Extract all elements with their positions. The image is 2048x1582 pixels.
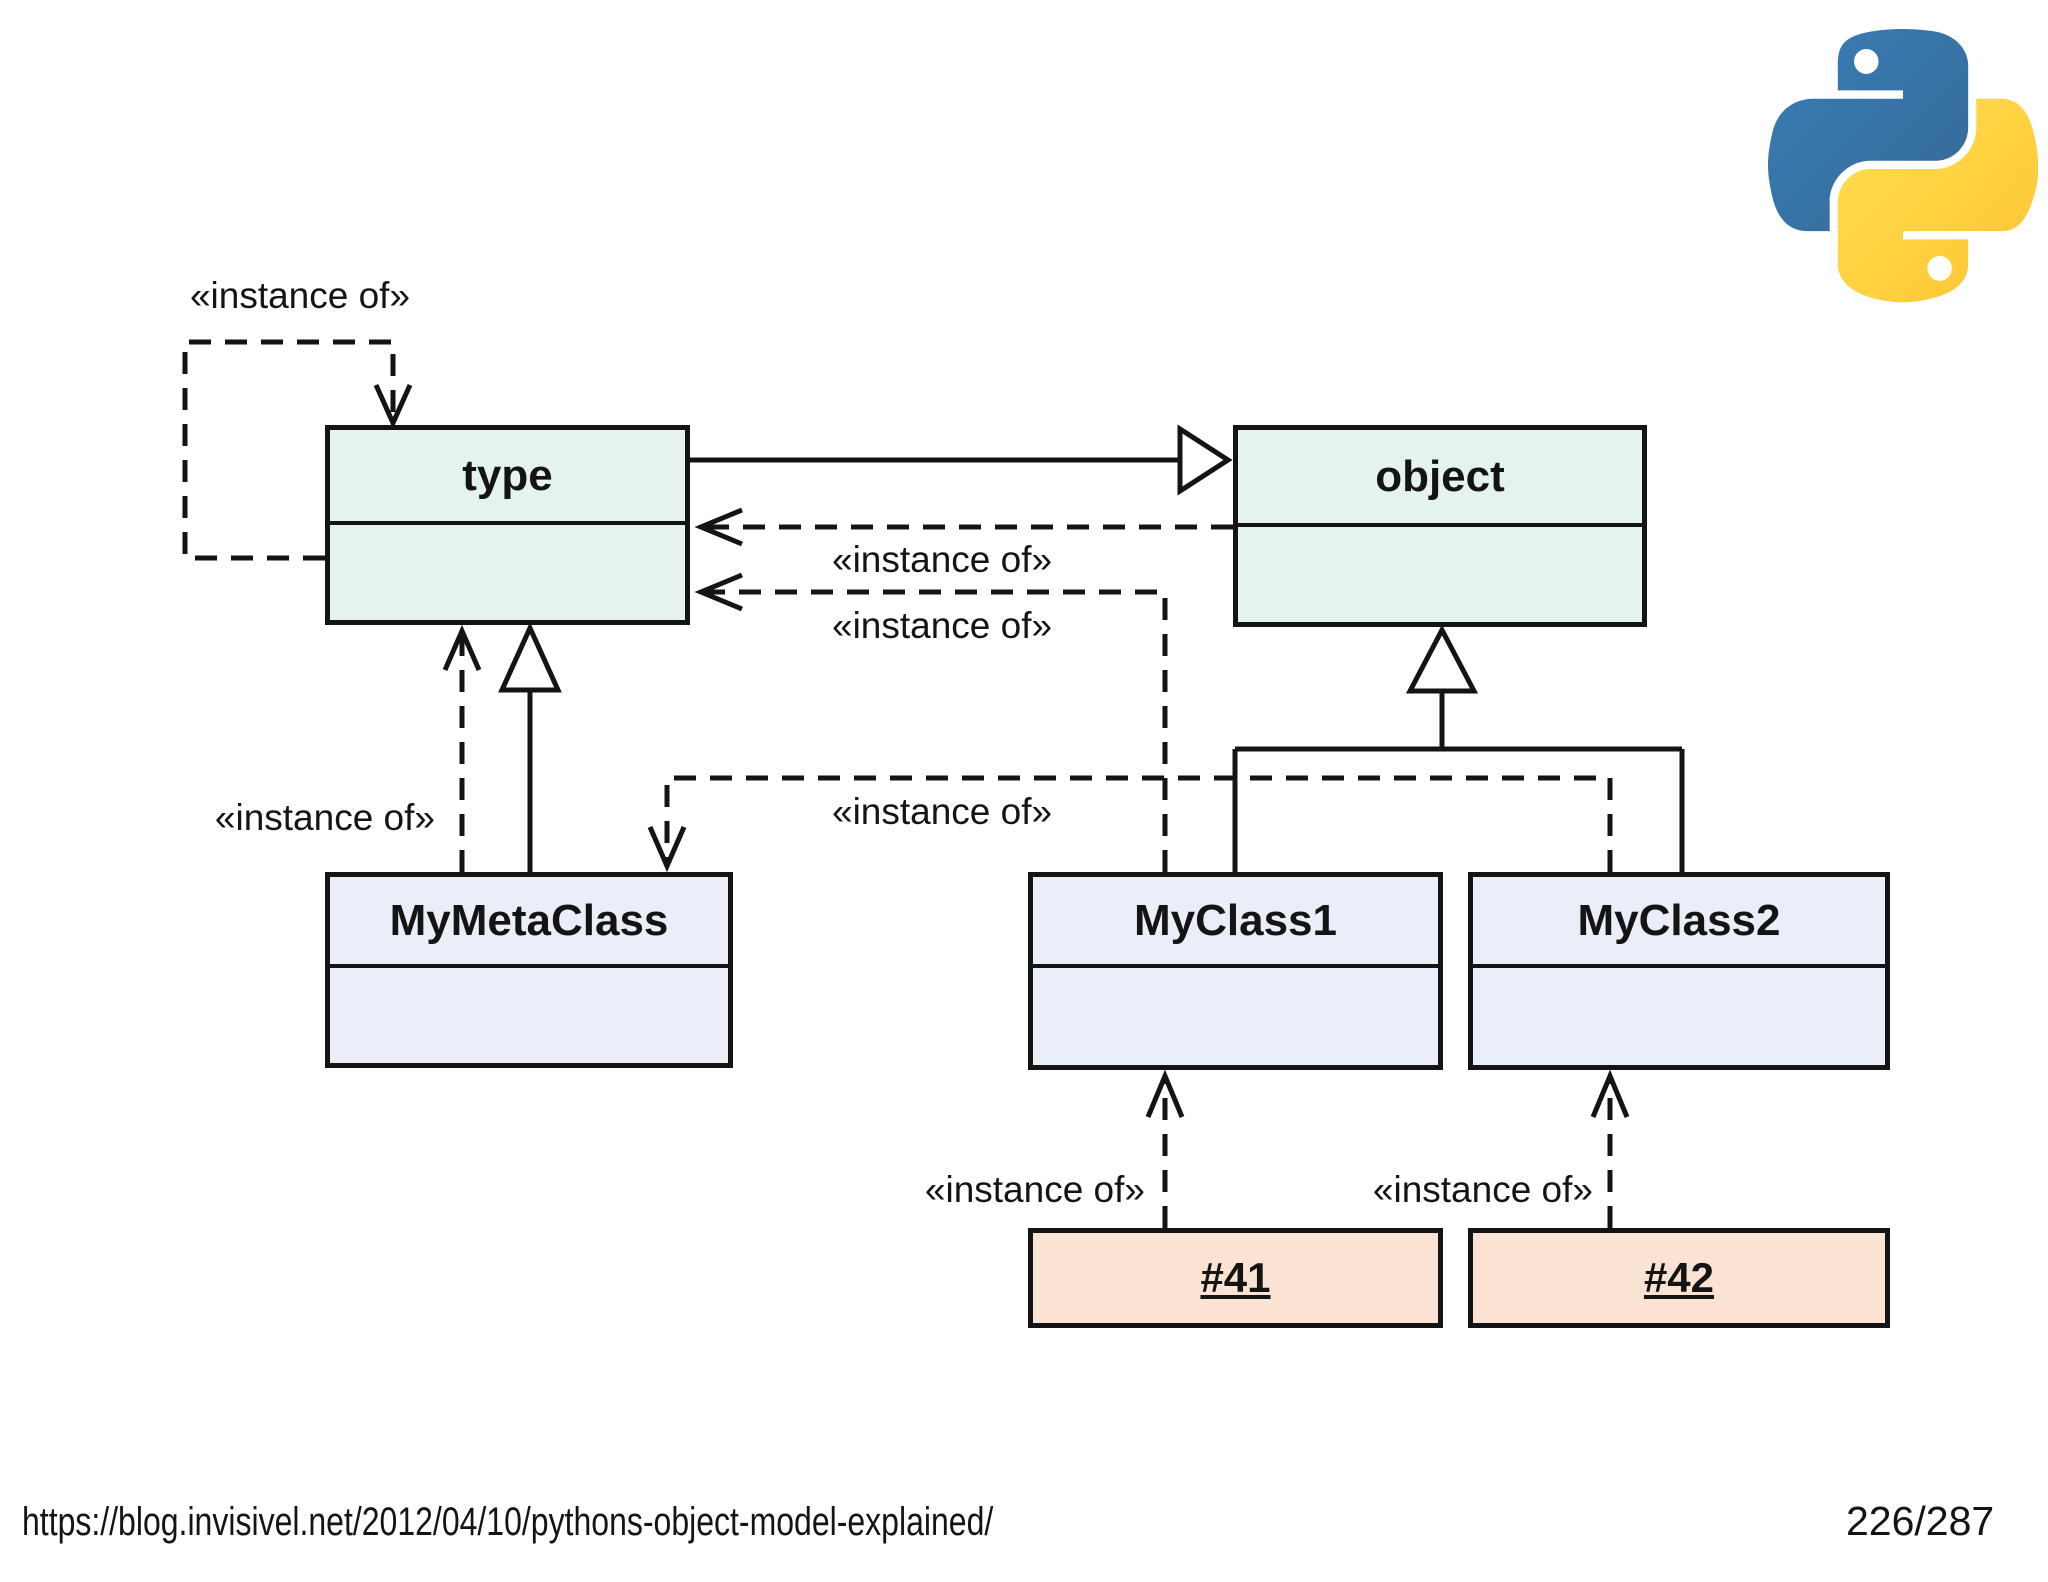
edge-mymetaclass-instance-of-type bbox=[442, 624, 482, 872]
class-attributes-compartment bbox=[330, 968, 728, 1063]
edge-type-instance-of-type bbox=[182, 339, 413, 561]
class-name: MyClass2 bbox=[1473, 877, 1885, 968]
edge-41-instance-of-myclass1 bbox=[1145, 1069, 1185, 1228]
class-box-myclass2: MyClass2 bbox=[1468, 872, 1890, 1070]
instance-of-label: «instance of» bbox=[832, 605, 1053, 646]
edge-myclass1-instance-of-type bbox=[694, 572, 1168, 872]
page-indicator: 226/287 bbox=[1846, 1498, 1995, 1544]
instance-of-label: «instance of» bbox=[832, 539, 1053, 580]
edge-42-instance-of-myclass2 bbox=[1590, 1069, 1630, 1228]
class-name: MyMetaClass bbox=[330, 877, 728, 968]
class-box-mymetaclass: MyMetaClass bbox=[325, 872, 733, 1068]
edge-mymetaclass-extends-type bbox=[498, 621, 562, 872]
instance-box-41: #41 bbox=[1028, 1228, 1443, 1328]
instance-of-label: «instance of» bbox=[924, 1169, 1145, 1210]
class-attributes-compartment bbox=[330, 525, 685, 620]
instance-name: #42 bbox=[1643, 1254, 1715, 1301]
edge-myclass2-instance-of-mymetaclass bbox=[647, 775, 1613, 873]
class-name: object bbox=[1238, 430, 1642, 527]
class-attributes-compartment bbox=[1473, 968, 1885, 1065]
edge-myclasses-extend-object bbox=[1232, 624, 1685, 872]
instance-box-42: #42 bbox=[1468, 1228, 1890, 1328]
python-logo-icon bbox=[1768, 28, 2038, 303]
class-box-type: type bbox=[325, 425, 690, 625]
class-name: MyClass1 bbox=[1033, 877, 1438, 968]
edge-type-extends-object bbox=[690, 424, 1233, 496]
instance-of-label: «instance of» bbox=[214, 797, 435, 838]
class-box-object: object bbox=[1233, 425, 1647, 627]
instance-name: #41 bbox=[1200, 1254, 1271, 1301]
edge-object-instance-of-type bbox=[694, 507, 1233, 547]
footer-url: https://blog.invisivel.net/2012/04/10/py… bbox=[22, 1500, 994, 1544]
class-name: type bbox=[330, 430, 685, 525]
instance-of-label: «instance of» bbox=[189, 275, 411, 316]
instance-of-label: «instance of» bbox=[832, 791, 1053, 832]
class-attributes-compartment bbox=[1238, 527, 1642, 622]
class-box-myclass1: MyClass1 bbox=[1028, 872, 1443, 1070]
class-attributes-compartment bbox=[1033, 968, 1438, 1065]
instance-of-label: «instance of» bbox=[1372, 1169, 1593, 1210]
